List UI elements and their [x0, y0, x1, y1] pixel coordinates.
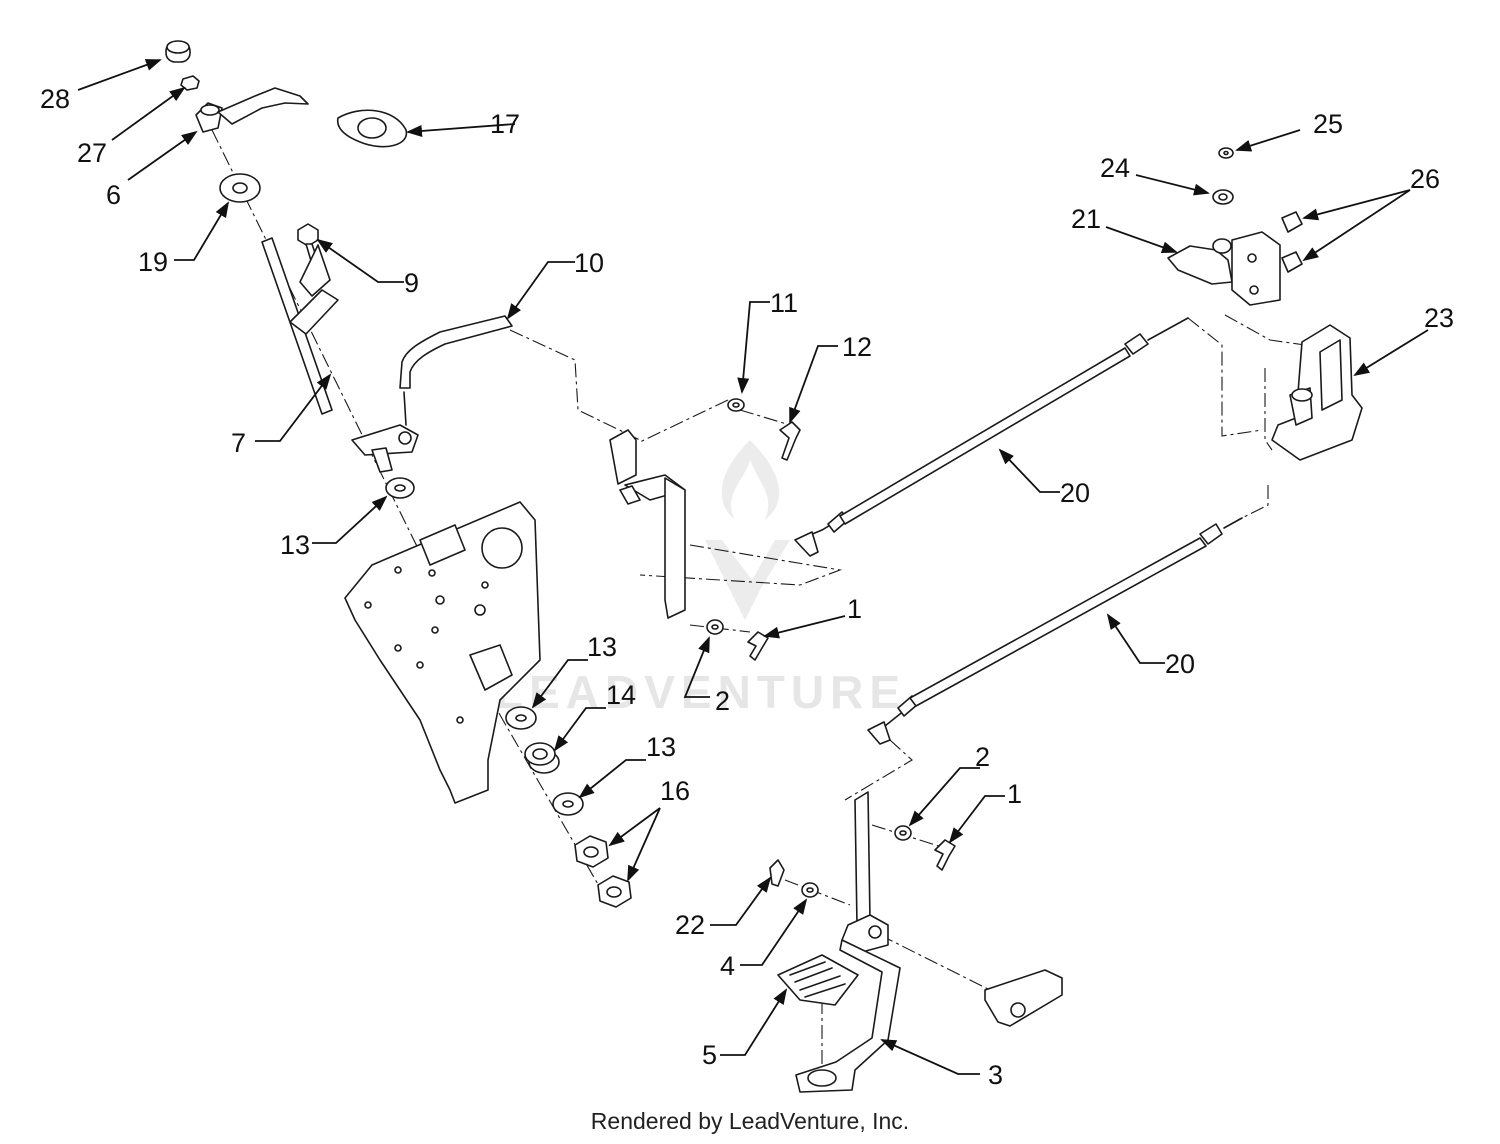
callout-1-lower: 1	[1007, 779, 1022, 809]
part-19-bushing	[219, 173, 261, 203]
callout-3: 3	[988, 1060, 1003, 1090]
callout-13-upper: 13	[280, 530, 310, 560]
callout-16: 16	[660, 776, 690, 806]
watermark: LEADVENTURE	[495, 440, 906, 718]
part-16-nuts	[574, 835, 632, 908]
callout-26: 26	[1410, 164, 1440, 194]
part-5-pedal-pad	[777, 954, 859, 1006]
watermark-text: LEADVENTURE	[495, 666, 906, 718]
part-2-washer-lower	[894, 825, 912, 841]
callout-5: 5	[702, 1040, 717, 1070]
callout-6: 6	[106, 180, 121, 210]
part-4-washer	[801, 882, 819, 898]
callout-27: 27	[77, 138, 107, 168]
brake-link	[984, 969, 1063, 1027]
callout-25: 25	[1313, 109, 1343, 139]
part-10-rod	[399, 315, 513, 426]
part-20-cable-lower	[867, 517, 1243, 745]
part-24-washer	[1212, 189, 1234, 205]
callout-24: 24	[1100, 153, 1130, 183]
callout-20-lower: 20	[1165, 649, 1195, 679]
callout-labels: 28 27 6 17 19 9 10 11 12 7 13 13 14 13 1…	[40, 84, 1454, 1090]
part-17-knob	[336, 109, 408, 148]
callout-21: 21	[1071, 204, 1101, 234]
part-13-washers	[385, 477, 584, 816]
footer-credit: Rendered by LeadVenture, Inc.	[590, 1108, 910, 1134]
callout-19: 19	[138, 247, 168, 277]
part-3-pedal-arm	[795, 791, 901, 1093]
callout-1-upper: 1	[847, 594, 862, 624]
part-27-nut	[180, 75, 200, 91]
part-7-shaft	[261, 237, 419, 473]
callout-14: 14	[606, 680, 636, 710]
callout-13-middle: 13	[587, 632, 617, 662]
callout-4: 4	[720, 951, 735, 981]
part-20-cable-upper	[794, 317, 1189, 557]
part-11-washer	[727, 398, 745, 412]
callout-10: 10	[574, 248, 604, 278]
callout-22: 22	[675, 910, 705, 940]
frame-plate	[344, 501, 541, 804]
part-14-spring	[524, 742, 560, 774]
part-1-hairpin-lower	[934, 839, 956, 871]
callout-20-upper: 20	[1060, 478, 1090, 508]
callout-7: 7	[231, 428, 246, 458]
assembly-lines	[211, 129, 1306, 1075]
callout-2-lower: 2	[975, 742, 990, 772]
part-1-hairpin-upper	[747, 631, 769, 661]
callout-23: 23	[1424, 303, 1454, 333]
v-logo-icon	[705, 540, 790, 620]
callout-2-upper: 2	[715, 686, 730, 716]
part-12-pin	[779, 421, 801, 461]
part-6-lever	[195, 87, 309, 133]
leader-lines	[77, 59, 1429, 1075]
part-23-bracket	[1271, 324, 1363, 461]
part-22-pin	[769, 859, 785, 887]
part-26-pins	[1281, 211, 1303, 273]
part-2-washer-upper	[706, 619, 724, 635]
callout-9: 9	[404, 268, 419, 298]
callout-17: 17	[490, 109, 520, 139]
callout-11: 11	[770, 288, 798, 318]
callout-12: 12	[842, 332, 872, 362]
part-28-cap	[165, 40, 191, 63]
flame-logo-icon	[721, 440, 780, 520]
callout-28: 28	[40, 84, 70, 114]
part-21-bracket	[1167, 231, 1281, 306]
part-25-washer	[1218, 147, 1234, 159]
brake-bracket	[609, 429, 686, 619]
callout-13-lower: 13	[646, 732, 676, 762]
